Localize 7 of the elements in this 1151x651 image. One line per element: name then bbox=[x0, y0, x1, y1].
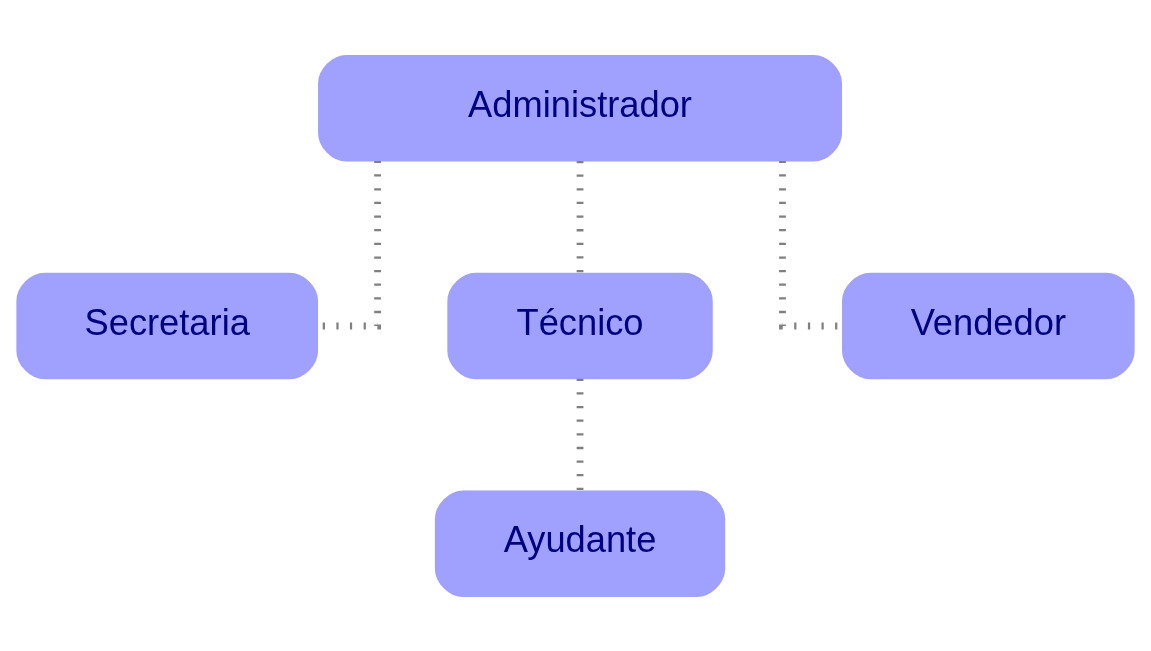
node-box: Secretaria bbox=[16, 272, 319, 379]
node-box: Ayudante bbox=[434, 489, 726, 597]
connector bbox=[576, 378, 584, 492]
node-box: Vendedor bbox=[842, 272, 1135, 379]
connector bbox=[576, 160, 584, 274]
node-box: Técnico bbox=[447, 272, 713, 379]
node-box: Administrador bbox=[318, 54, 843, 162]
